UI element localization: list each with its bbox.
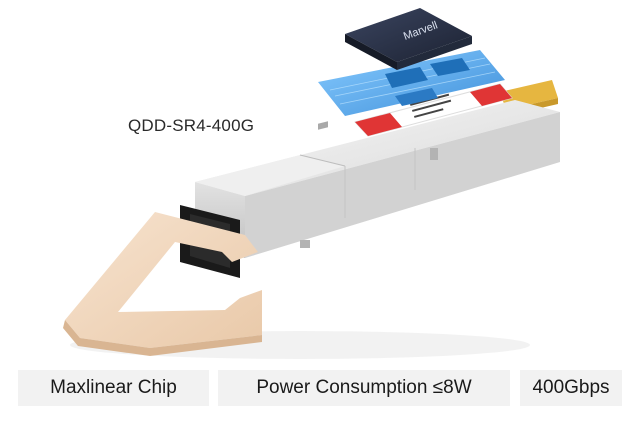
module-housing <box>195 100 560 258</box>
module-label-sticker <box>354 83 513 137</box>
pull-tab <box>63 212 262 356</box>
product-model-label: QDD-SR4-400G <box>128 116 255 135</box>
marvell-chip: Marvell <box>345 8 472 70</box>
spec-power-consumption: Power Consumption ≤8W <box>218 370 510 406</box>
spec-data-rate: 400Gbps <box>520 370 622 406</box>
pcb-board <box>318 50 505 116</box>
spec-chip: Maxlinear Chip <box>18 370 209 406</box>
